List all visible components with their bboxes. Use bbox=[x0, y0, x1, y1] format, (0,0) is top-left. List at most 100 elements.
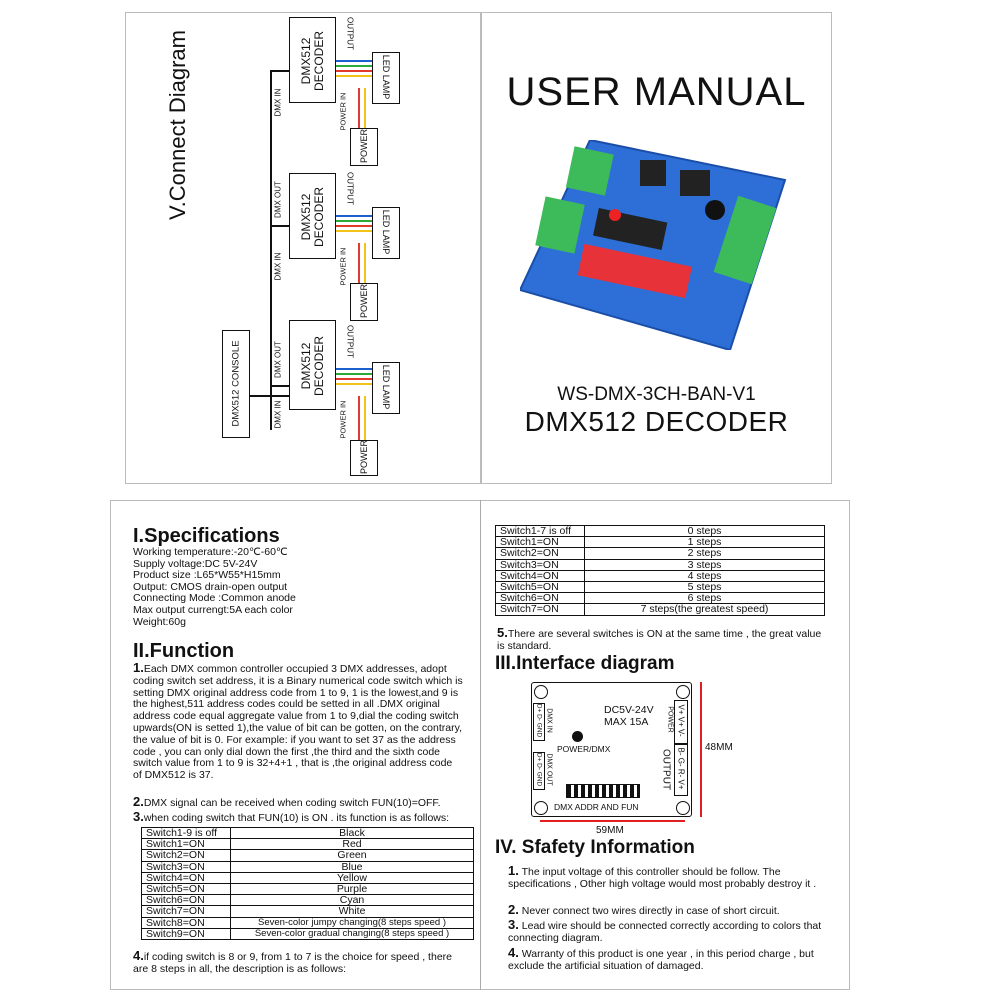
wire-red bbox=[336, 70, 372, 72]
output-wires bbox=[336, 368, 372, 388]
function-item-4: 4.if coding switch is 8 or 9, from 1 to … bbox=[133, 948, 468, 975]
model-number: WS-DMX-3CH-BAN-V1 bbox=[557, 384, 756, 405]
ic-chip bbox=[680, 170, 710, 196]
specifications-title: I.Specifications bbox=[133, 525, 280, 547]
wire-yellow bbox=[336, 75, 372, 77]
function-item-1: 1.Each DMX common controller occupied 3 … bbox=[133, 661, 463, 782]
dmx-in-label: DMX IN bbox=[545, 708, 553, 733]
wire-green bbox=[336, 220, 372, 222]
power-pins: V+ V+ V- bbox=[676, 704, 686, 737]
item-number: 3. bbox=[133, 809, 144, 824]
height-dimension: 48MM bbox=[705, 742, 733, 753]
max-current: MAX 15A bbox=[604, 716, 649, 728]
output-pins: B- G- R- V+ bbox=[676, 747, 686, 790]
wire-yellow bbox=[336, 383, 372, 385]
dmx-wire bbox=[270, 70, 272, 430]
dmx-wire bbox=[250, 395, 290, 397]
spec-line: Max output currengt:5A each color bbox=[133, 603, 293, 616]
led-lamp-label: LED LAMP bbox=[381, 209, 391, 255]
wire-red bbox=[336, 378, 372, 380]
dmx-in-label: DMX IN bbox=[273, 252, 283, 281]
dmx-in-pins: D+ D- GND bbox=[535, 703, 543, 738]
terminal-block bbox=[535, 196, 585, 254]
wire-yellow bbox=[336, 230, 372, 232]
mount-hole bbox=[534, 685, 548, 699]
function-item-5: 5.There are several switches is ON at th… bbox=[497, 625, 827, 652]
power-label: POWER bbox=[359, 284, 369, 319]
item-number: 4. bbox=[133, 948, 144, 963]
power-connector-label: POWER bbox=[666, 706, 674, 733]
mount-hole bbox=[676, 801, 690, 815]
power-wire-red bbox=[358, 88, 360, 130]
safety-item-3: 3. Lead wire should be connected correct… bbox=[508, 917, 833, 944]
ic-chip bbox=[640, 160, 666, 186]
mount-hole bbox=[534, 801, 548, 815]
capacitor bbox=[705, 200, 725, 220]
decoder-box bbox=[289, 173, 336, 259]
output-label: OUTPUT bbox=[345, 172, 355, 205]
output-connector-label: OUTPUT bbox=[660, 748, 672, 791]
item-number: 2. bbox=[133, 794, 144, 809]
dmx-in-label: DMX IN bbox=[273, 88, 283, 117]
led-lamp-box bbox=[372, 362, 400, 414]
item-number: 3. bbox=[508, 917, 519, 932]
item-number: 2. bbox=[508, 902, 519, 917]
led-lamp-label: LED LAMP bbox=[381, 364, 391, 410]
dmx-out-connector bbox=[533, 752, 545, 790]
item-text: The input voltage of this controller sho… bbox=[508, 866, 817, 890]
product-name: DMX512 DECODER bbox=[524, 406, 789, 437]
mount-hole bbox=[676, 685, 690, 699]
terminal-block bbox=[565, 146, 614, 196]
specifications-list: Working temperature:-20℃-60℃ Supply volt… bbox=[133, 546, 463, 628]
dmx-wire bbox=[270, 225, 290, 227]
wire-blue bbox=[336, 215, 372, 217]
item-text: Never connect two wires directly in case… bbox=[521, 905, 780, 917]
output-wires bbox=[336, 60, 372, 80]
height-dimension-line bbox=[700, 682, 702, 817]
item-text: There are several switches is ON at the … bbox=[497, 628, 822, 652]
spec-line: Output: CMOS drain-open output bbox=[133, 580, 288, 593]
dip-switch bbox=[577, 243, 692, 299]
led-lamp-label: LED LAMP bbox=[381, 54, 391, 100]
led-lamp-box bbox=[372, 207, 400, 259]
interface-title: III.Interface diagram bbox=[495, 653, 675, 674]
power-connector bbox=[674, 700, 688, 744]
power-dmx-label: POWER/DMX bbox=[557, 744, 611, 754]
power-label: POWER bbox=[359, 440, 369, 475]
spec-line: Weight:60g bbox=[133, 615, 186, 628]
item-text: DMX signal can be received when coding s… bbox=[143, 797, 441, 809]
power-box bbox=[350, 440, 378, 476]
supply-voltage: DC5V-24V bbox=[604, 704, 654, 716]
led-lamp-box bbox=[372, 52, 400, 104]
power-wire-yellow bbox=[364, 243, 366, 285]
function-item-3: 3.when coding switch that FUN(10) is ON … bbox=[133, 809, 478, 825]
output-connector bbox=[674, 744, 688, 796]
cover-title: USER MANUAL bbox=[506, 70, 807, 114]
item-number: 5. bbox=[497, 625, 508, 640]
item-text: when coding switch that FUN(10) is ON . … bbox=[143, 812, 450, 824]
power-in-label: POWER IN bbox=[338, 247, 348, 286]
power-box bbox=[350, 128, 378, 166]
item-number: 4. bbox=[508, 945, 519, 960]
safety-item-4: 4. Warranty of this product is one year … bbox=[508, 945, 833, 972]
wire-blue bbox=[336, 60, 372, 62]
dmx-addr-label: DMX ADDR AND FUN bbox=[554, 802, 639, 812]
wire-green bbox=[336, 65, 372, 67]
spec-line: Working temperature:-20℃-60℃ bbox=[133, 546, 288, 558]
decoder-board-photo bbox=[520, 140, 787, 350]
dmx512-console bbox=[222, 330, 250, 438]
power-wire-yellow bbox=[364, 88, 366, 130]
decoder-box bbox=[289, 320, 336, 410]
top-right-panel bbox=[481, 12, 832, 484]
safety-title: IV. Sfafety Information bbox=[495, 837, 695, 858]
